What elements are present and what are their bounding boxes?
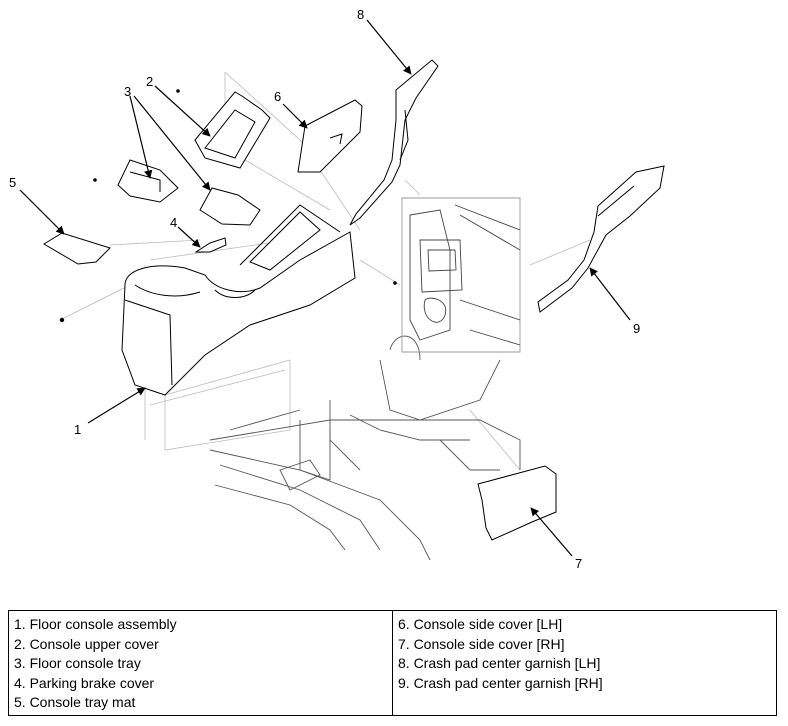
legend-item: 6. Console side cover [LH] [398, 616, 563, 632]
callout-2: 2 [146, 74, 153, 89]
legend-item: 3. Floor console tray [14, 655, 141, 671]
callout-3: 3 [124, 84, 131, 99]
fasteners [59, 89, 397, 323]
legend-item: 2. Console upper cover [14, 635, 159, 652]
legend-item: 4. Parking brake cover [14, 674, 155, 691]
crash-pad-garnish-rh [537, 165, 665, 313]
callout-5: 5 [9, 175, 16, 190]
floor-console-tray [117, 159, 261, 226]
legend-item: 5. Console tray mat [14, 694, 136, 710]
console-side-cover-rh [477, 465, 557, 541]
legend-column-right: 6. Console side cover [LH] 7. Console si… [392, 611, 776, 715]
callout-9: 9 [633, 321, 640, 336]
legend-item: 7. Console side cover [RH] [398, 635, 565, 652]
legend-item: 8. Crash pad center garnish [LH] [398, 655, 601, 671]
callout-7: 7 [575, 556, 582, 571]
legend-item: 9. Crash pad center garnish [RH] [398, 674, 603, 691]
vehicle-floor-pan [209, 335, 521, 561]
parking-brake-cover [194, 237, 227, 253]
exploded-parts-diagram: 1 2 3 4 5 6 7 8 9 [9, 7, 665, 571]
console-upper-cover [194, 91, 271, 169]
crash-pad-garnish-lh [349, 59, 439, 226]
floor-console-assembly [121, 204, 356, 396]
dashboard-inset [401, 197, 521, 353]
leader-lines [19, 19, 631, 557]
legend-column-left: 1. Floor console assembly 2. Console upp… [9, 611, 392, 715]
console-side-cover-lh [297, 99, 363, 173]
callout-8: 8 [357, 7, 364, 22]
callout-6: 6 [274, 89, 281, 104]
callout-4: 4 [170, 215, 177, 230]
console-tray-mat [43, 232, 111, 265]
legend-item: 1. Floor console assembly [14, 616, 177, 632]
parts-legend-table: 1. Floor console assembly 2. Console upp… [8, 610, 777, 716]
callout-1: 1 [74, 422, 81, 437]
